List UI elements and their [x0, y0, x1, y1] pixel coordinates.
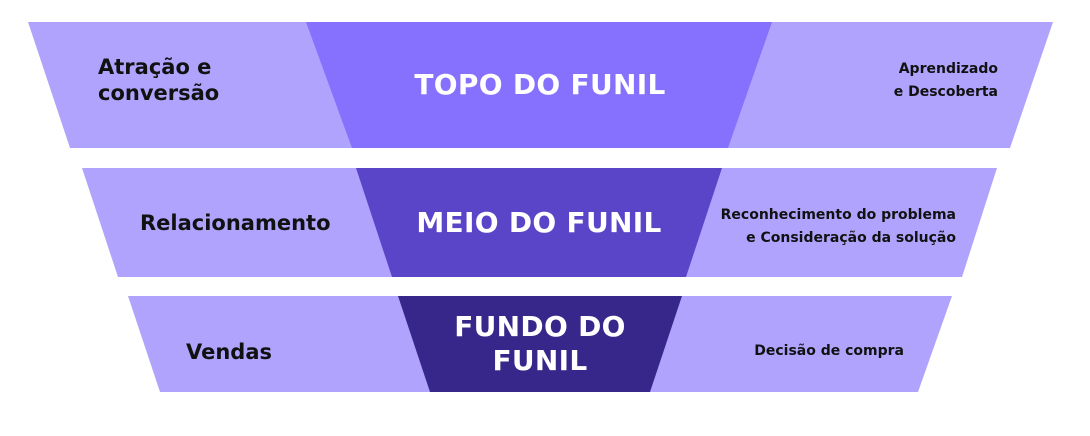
stage-bottom-title-line-1: FUNDO DO — [454, 310, 626, 344]
stage-top-right-line-2: e Descoberta — [893, 84, 998, 100]
stage-top-left-line-2: conversão — [98, 81, 220, 105]
stage-middle-left-label: Relacionamento — [140, 205, 331, 241]
stage-middle-right-line-2: e Consideração da solução — [746, 230, 956, 246]
stage-bottom-right-line-1: Decisão de compra — [754, 343, 904, 360]
stage-top-title-line-1: TOPO DO FUNIL — [414, 68, 666, 102]
stage-middle-left-line-1: Relacionamento — [140, 210, 331, 235]
stage-middle-right-line-1: Reconhecimento do problema — [720, 206, 956, 223]
stage-middle-center — [356, 168, 722, 277]
stage-top-left-label: Atração e conversão — [98, 50, 219, 110]
stage-bottom-left-label: Vendas — [186, 334, 272, 370]
stage-middle-title: MEIO DO FUNIL — [392, 168, 686, 277]
stage-top-center — [306, 22, 772, 148]
stage-middle — [82, 168, 997, 277]
stage-bottom-title-line-2: FUNIL — [492, 344, 588, 377]
stage-bottom-center — [398, 296, 682, 392]
stage-middle-title-line-1: MEIO DO FUNIL — [416, 205, 662, 239]
stage-bottom-left-line-1: Vendas — [186, 339, 272, 364]
stage-bottom — [128, 296, 952, 392]
stage-middle-right-label: Reconhecimento do problema e Consideraçã… — [700, 202, 956, 252]
stage-bottom-title: FUNDO DO FUNIL — [430, 296, 650, 392]
stage-top — [28, 22, 1053, 148]
stage-top-left-line-1: Atração e — [98, 54, 212, 79]
stage-top-right-line-1: Aprendizado — [898, 60, 998, 77]
stage-top-title: TOPO DO FUNIL — [352, 22, 728, 148]
stage-bottom-right-label: Decisão de compra — [700, 334, 904, 370]
stage-top-right-label: Aprendizado e Descoberta — [780, 56, 998, 106]
